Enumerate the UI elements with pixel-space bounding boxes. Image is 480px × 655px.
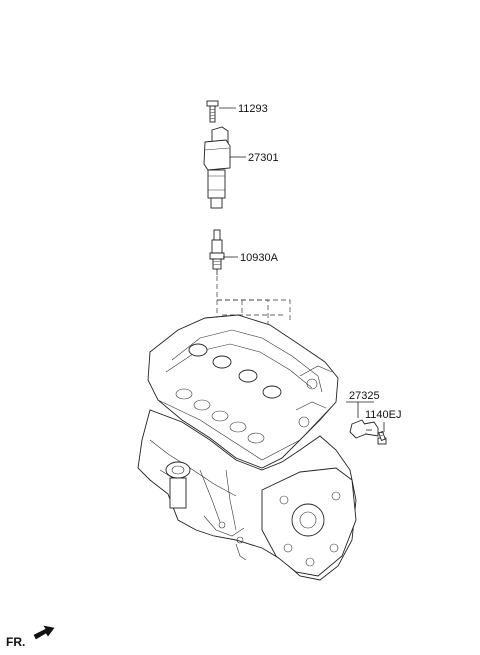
ignition-coil-27301[interactable] — [203, 126, 231, 209]
callout-27301: 27301 — [248, 152, 279, 164]
front-arrow-icon — [33, 625, 55, 640]
bolt-1140EJ[interactable] — [377, 430, 387, 445]
callout-11293: 11293 — [238, 103, 268, 115]
callout-1140EJ: 1140EJ — [365, 409, 402, 421]
front-direction-label: FR. — [6, 635, 25, 649]
engine-assembly — [137, 314, 357, 581]
bolt-11293[interactable] — [206, 100, 219, 123]
spark-plug-10930A[interactable] — [209, 229, 225, 275]
callout-10930A: 10930A — [240, 252, 279, 264]
sensor-27325[interactable] — [349, 419, 379, 439]
callout-27325: 27325 — [349, 390, 380, 402]
